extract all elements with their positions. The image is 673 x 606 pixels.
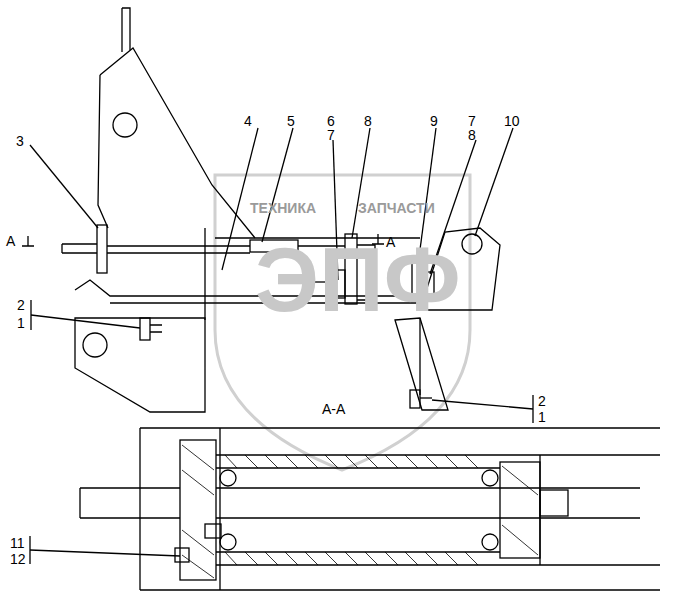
- watermark-text: ЭПФ: [255, 235, 461, 325]
- callout-number: 10: [504, 114, 520, 128]
- section-mark: A: [6, 234, 15, 248]
- callout-number: 3: [16, 134, 24, 148]
- watermark-text: ТЕХНИКА: [250, 201, 316, 215]
- callout-number: 8: [468, 128, 476, 142]
- callout-number: 12: [10, 552, 26, 566]
- callout-number: 9: [430, 114, 438, 128]
- callout-number: 8: [364, 114, 372, 128]
- callout-number: 4: [244, 114, 252, 128]
- watermark-text: ЗАПЧАСТИ: [358, 201, 435, 215]
- section-mark: A-A: [322, 402, 345, 416]
- callout-number: 2: [17, 298, 25, 312]
- callout-number: 2: [538, 394, 546, 408]
- callout-number: 5: [287, 114, 295, 128]
- callout-number: 6: [327, 114, 335, 128]
- callout-number: 1: [17, 316, 25, 330]
- callout-number: 7: [327, 128, 335, 142]
- callout-number: 1: [538, 410, 546, 424]
- callout-number: 7: [468, 114, 476, 128]
- callout-number: 11: [10, 536, 25, 550]
